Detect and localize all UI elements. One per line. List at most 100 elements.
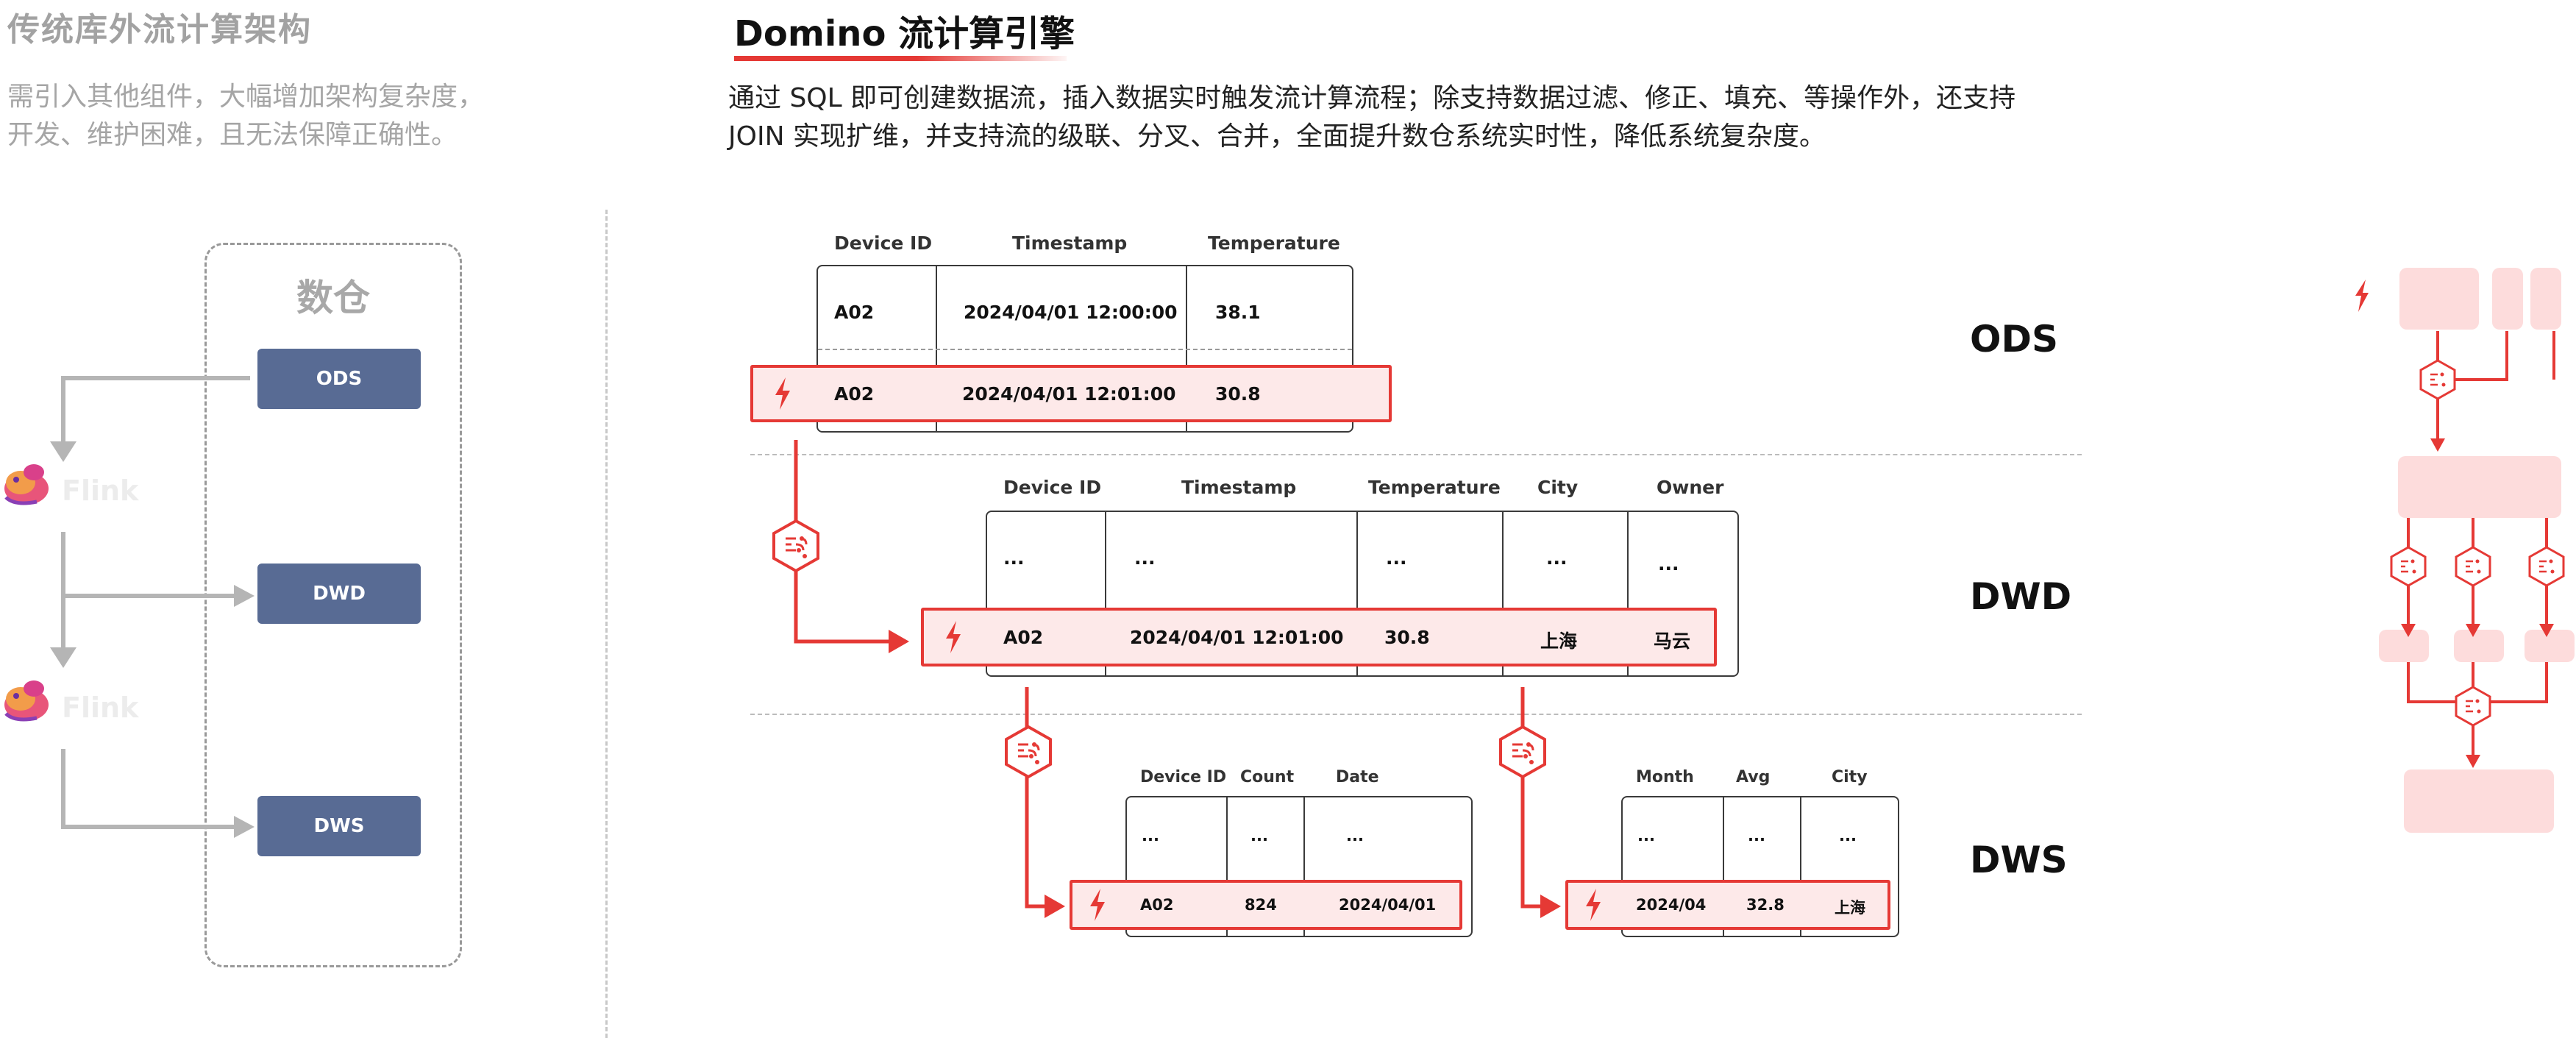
table-divider [1226, 796, 1228, 937]
dwd-table [986, 511, 1739, 677]
dws-b-col-header: Month [1636, 768, 1694, 786]
lightning-icon [775, 377, 790, 410]
table-cell: ... [1142, 827, 1159, 845]
layer-name-dws: DWS [1970, 839, 2068, 881]
flink-squirrel-icon [4, 464, 49, 505]
table-divider [1627, 511, 1629, 677]
table-cell: 2024/04/01 12:00:00 [964, 302, 1178, 323]
dwd-col-header: Temperature [1368, 477, 1501, 498]
table-cell: ... [1003, 547, 1025, 569]
table-cell: ... [1346, 827, 1364, 845]
lightning-icon [1586, 889, 1601, 921]
dwd-col-header: Device ID [1003, 477, 1102, 498]
right-title: Domino 流计算引擎 [734, 13, 1075, 54]
stream-node-icon [2528, 546, 2565, 587]
mini-block [2379, 630, 2429, 662]
dws-b-col-header: Avg [1736, 768, 1771, 786]
table-cell: A02 [834, 383, 875, 405]
flink-label: Flink [62, 692, 139, 724]
dws-layer-box: DWS [257, 796, 421, 856]
table-cell: 32.8 [1746, 896, 1785, 914]
dwd-highlight-row[interactable] [921, 608, 1717, 666]
table-cell: ... [1250, 827, 1268, 845]
stream-node-icon [1005, 725, 1052, 778]
table-cell: ... [1748, 827, 1765, 845]
ods-table [816, 265, 1353, 433]
table-cell: 2024/04/01 12:01:00 [1130, 627, 1344, 648]
title-underline [734, 56, 1067, 61]
mini-block [2492, 268, 2523, 330]
table-cell: 马云 [1654, 630, 1691, 652]
mini-block [2530, 268, 2561, 330]
mini-block [2398, 456, 2561, 518]
table-cell: ... [1658, 553, 1679, 575]
ods-highlight-row[interactable] [750, 365, 1392, 422]
table-cell: ... [1386, 547, 1407, 569]
table-cell: ... [1546, 547, 1568, 569]
dws-a-highlight-row[interactable] [1070, 880, 1462, 930]
ods-col-header: Device ID [834, 232, 933, 254]
layer-separator [750, 454, 2082, 455]
lightning-icon [2355, 280, 2369, 312]
mini-flow-diagram [2355, 280, 2565, 768]
table-divider [1303, 796, 1305, 937]
panel-divider [605, 210, 608, 1038]
table-cell: A02 [1003, 627, 1044, 648]
layer-separator [750, 714, 2082, 715]
table-cell: 824 [1245, 896, 1277, 914]
left-flow-arrows [50, 376, 255, 838]
flink-squirrel-icon [4, 680, 49, 722]
dws-a-col-header: Count [1240, 768, 1295, 786]
dwd-col-header: Owner [1657, 477, 1724, 498]
mini-block [2404, 769, 2554, 833]
table-cell: 38.1 [1215, 302, 1261, 323]
mini-block [2454, 630, 2504, 662]
lightning-icon [946, 621, 961, 653]
dwd-col-header: Timestamp [1181, 477, 1297, 498]
dwd-layer-box: DWD [257, 564, 421, 624]
table-cell: A02 [834, 302, 875, 323]
warehouse-label: 数仓 [296, 277, 370, 319]
layer-name-dwd: DWD [1970, 575, 2072, 618]
dwd-col-header: City [1537, 477, 1579, 498]
table-divider [1356, 511, 1358, 677]
left-desc-line2: 开发、维护困难，且无法保障正确性。 [7, 120, 458, 150]
table-cell: A02 [1140, 896, 1174, 914]
ods-col-header: Temperature [1208, 232, 1340, 254]
dws-a-col-header: Date [1336, 768, 1379, 786]
right-desc-line1: 通过 SQL 即可创建数据流，插入数据实时触发流计算流程；除支持数据过滤、修正、… [728, 83, 2016, 113]
stream-node-icon [2455, 546, 2491, 587]
dws-table-a [1125, 796, 1473, 937]
dws-b-col-header: City [1832, 768, 1868, 786]
left-title: 传统库外流计算架构 [7, 11, 312, 49]
lightning-icon [1090, 889, 1105, 921]
table-divider [1723, 796, 1724, 937]
stream-node-icon [2455, 686, 2491, 727]
right-desc-line2: JOIN 实现扩维，并支持流的级联、分叉、合并，全面提升数仓系统实时性，降低系统… [728, 121, 1826, 152]
dws-b-highlight-row[interactable] [1565, 880, 1890, 930]
table-cell: 上海 [1835, 899, 1865, 917]
left-desc-line1: 需引入其他组件，大幅增加架构复杂度， [7, 82, 485, 112]
dws-a-col-header: Device ID [1140, 768, 1227, 786]
table-cell: ... [1134, 547, 1156, 569]
warehouse-box [204, 243, 462, 967]
stream-node-icon [2419, 359, 2456, 400]
table-cell: 上海 [1540, 630, 1578, 652]
table-divider [1502, 511, 1504, 677]
table-cell: ... [1637, 827, 1655, 845]
ods-layer-box: ODS [257, 349, 421, 409]
table-row-divider [818, 349, 1352, 350]
flink-label: Flink [62, 474, 139, 507]
table-divider [1105, 511, 1106, 677]
stream-node-icon [772, 519, 819, 572]
stream-node-icon [1499, 725, 1546, 778]
layer-name-ods: ODS [1970, 318, 2059, 360]
ods-col-header: Timestamp [1012, 232, 1128, 254]
table-cell: 2024/04 [1636, 896, 1707, 914]
table-cell: 2024/04/01 12:01:00 [962, 383, 1176, 405]
stream-node-icon [2390, 546, 2427, 587]
table-divider [1800, 796, 1801, 937]
table-cell: 2024/04/01 [1339, 896, 1437, 914]
mini-block [2399, 268, 2479, 330]
